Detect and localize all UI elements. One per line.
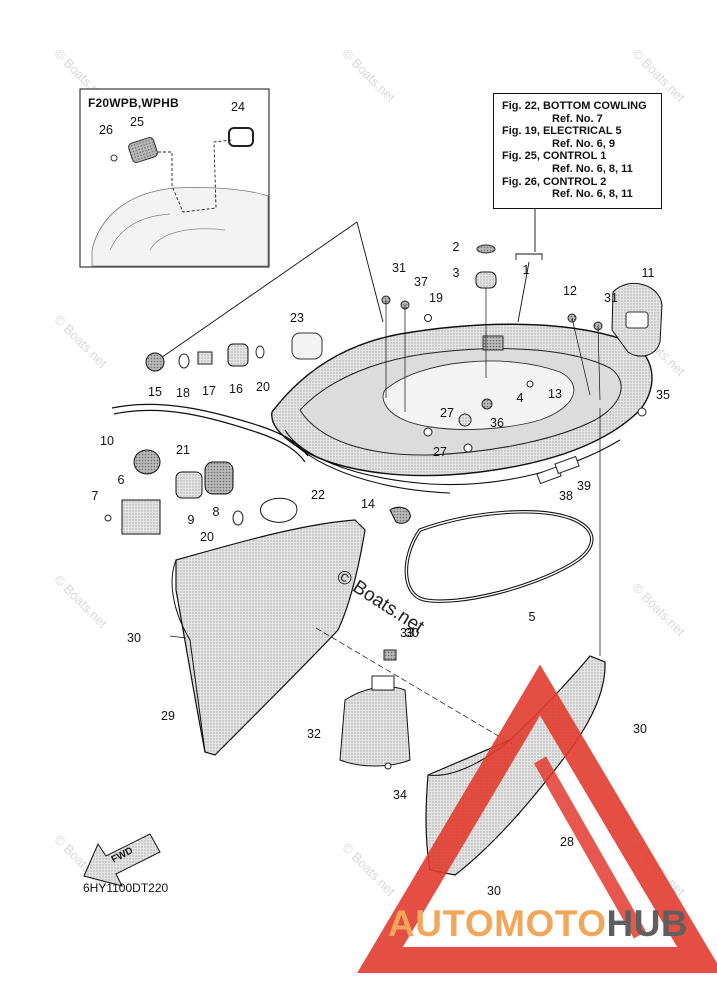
screw-26 xyxy=(110,154,118,162)
callout: 14 xyxy=(361,497,375,511)
brand-part-2: MOTO xyxy=(494,903,607,944)
callout: 30 xyxy=(487,884,501,898)
callout: 5 xyxy=(528,610,536,624)
callout: 20 xyxy=(200,530,214,544)
callout: 29 xyxy=(161,709,175,723)
callout: 36 xyxy=(490,416,504,430)
inset-cowling-sketch xyxy=(91,187,269,267)
part-7 xyxy=(104,514,112,522)
callout: 31 xyxy=(604,291,618,305)
callout: 30 xyxy=(405,626,419,640)
part-22 xyxy=(260,497,298,523)
callout: 6 xyxy=(117,473,125,487)
ref-line: Fig. 22, BOTTOM COWLING xyxy=(502,100,647,112)
inset-title: F20WPB,WPHB xyxy=(88,96,179,110)
ref-line: Fig. 25, CONTROL 1 xyxy=(502,150,607,163)
callout: 2 xyxy=(452,240,460,254)
part-14 xyxy=(389,506,411,524)
brand-part-1: AUTO xyxy=(388,903,495,944)
brand-triangle xyxy=(357,664,717,973)
callout: 24 xyxy=(231,100,245,114)
part-8 xyxy=(204,461,234,495)
seal-25 xyxy=(128,137,158,163)
part-32 xyxy=(339,686,411,767)
callout: 13 xyxy=(548,387,562,401)
part-2 xyxy=(476,244,496,254)
callout: 31 xyxy=(392,261,406,275)
callout: 27 xyxy=(433,445,447,459)
part-3 xyxy=(475,271,497,289)
part-21 xyxy=(111,403,309,457)
part-10 xyxy=(133,449,161,475)
part-23 xyxy=(291,332,323,360)
diagram-code: 6HY1100DT220 xyxy=(83,881,169,895)
callout: 7 xyxy=(91,489,99,503)
part-15 xyxy=(145,352,165,372)
callout: 23 xyxy=(290,311,304,325)
callout: 27 xyxy=(440,406,454,420)
callout: 37 xyxy=(414,275,428,289)
part-29 xyxy=(175,519,366,756)
callout: 19 xyxy=(429,291,443,305)
part-20 xyxy=(255,345,265,359)
callout: 12 xyxy=(563,284,577,298)
callout: 8 xyxy=(212,505,220,519)
callout: 32 xyxy=(307,727,321,741)
callout: 18 xyxy=(176,386,190,400)
part-16 xyxy=(227,343,249,367)
ref-number: Ref. No. 7 xyxy=(552,112,603,125)
ref-line: Fig. 19, ELECTRICAL 5 xyxy=(502,125,622,138)
ref-number: Ref. No. 6, 8, 11 xyxy=(552,162,633,175)
part-18 xyxy=(178,353,190,369)
part-34 xyxy=(384,762,392,770)
callout: 30 xyxy=(633,722,647,736)
callout: 3 xyxy=(452,266,460,280)
part-17 xyxy=(197,351,213,365)
part-9 xyxy=(175,471,203,499)
reference-box: Fig. 22, BOTTOM COWLING Ref. No. 7 Fig. … xyxy=(493,93,662,209)
callout: 26 xyxy=(99,123,113,137)
grommet-24 xyxy=(228,127,254,147)
callout: 39 xyxy=(577,479,591,493)
callout: 28 xyxy=(560,835,574,849)
callout: 9 xyxy=(187,513,195,527)
callout: 35 xyxy=(656,388,670,402)
callout: 4 xyxy=(516,391,524,405)
callout: 33 xyxy=(400,626,414,640)
callout: 10 xyxy=(100,434,114,448)
callout: 38 xyxy=(559,489,573,503)
callout: 11 xyxy=(641,266,655,280)
ref-line: Fig. 26, CONTROL 2 xyxy=(502,175,607,188)
callout: 21 xyxy=(176,443,190,457)
callout: 34 xyxy=(393,788,407,802)
part-33 xyxy=(383,649,397,661)
callout: 30 xyxy=(127,631,141,645)
brand-logo: AUTOMOTOHUB xyxy=(388,903,688,945)
callout: 17 xyxy=(202,384,216,398)
fwd-arrow-icon xyxy=(83,833,161,887)
part-6 xyxy=(121,499,161,535)
ref-number: Ref. No. 6, 8, 11 xyxy=(552,188,633,201)
callout: 15 xyxy=(148,385,162,399)
callout: 25 xyxy=(130,115,144,129)
callout: 22 xyxy=(311,488,325,502)
ref-number: Ref. No. 6, 9 xyxy=(552,137,615,150)
brand-part-3: HUB xyxy=(606,903,689,944)
callout: 16 xyxy=(229,382,243,396)
callout: 1 xyxy=(522,263,530,277)
callout: 20 xyxy=(256,380,270,394)
